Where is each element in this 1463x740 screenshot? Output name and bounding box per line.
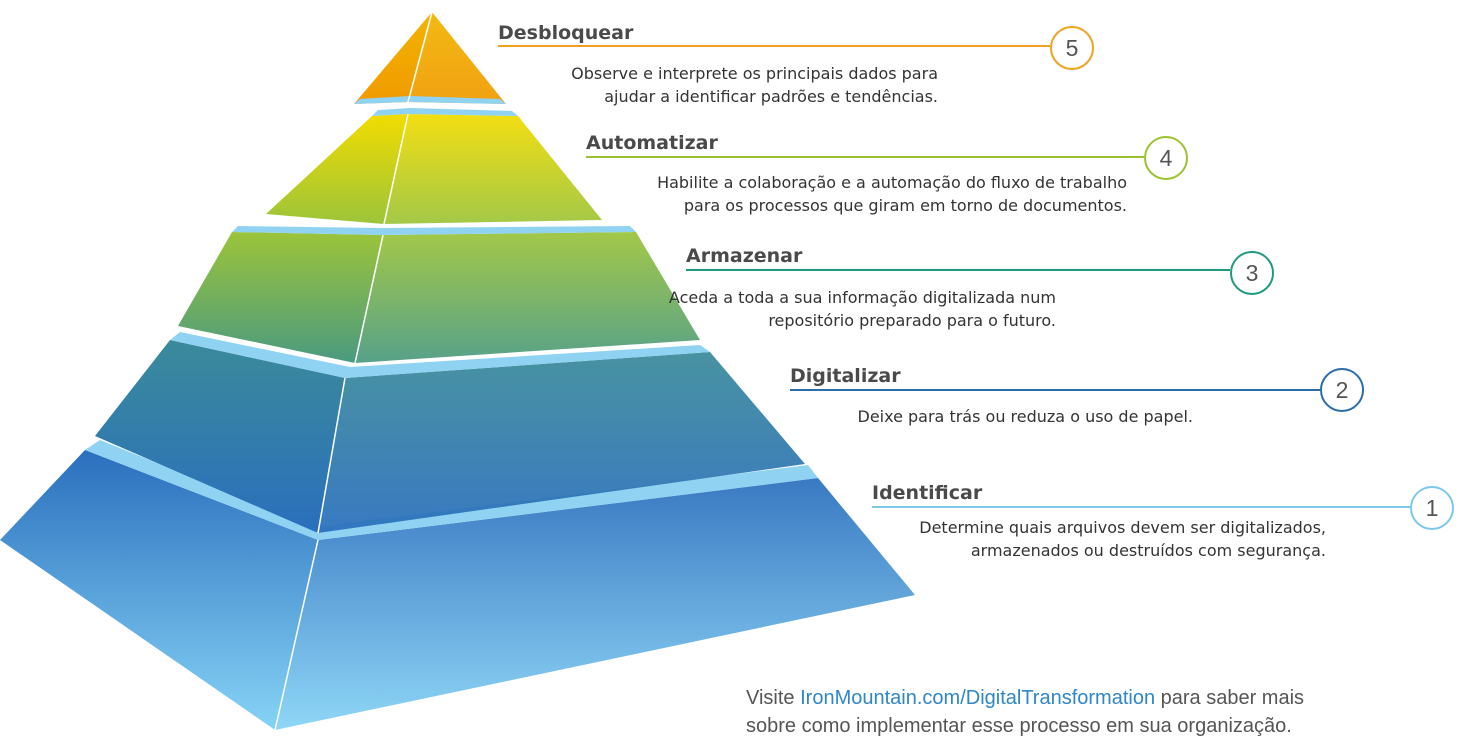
step-description-2-line-1: Deixe para trás ou reduza o uso de papel… — [857, 407, 1194, 426]
pyramid-layer-2 — [95, 332, 805, 534]
step-title-3: Armazenar — [686, 245, 803, 267]
step-number-badge-1: 1 — [1410, 486, 1454, 530]
step-connector-3 — [686, 269, 1230, 271]
step-connector-1 — [872, 506, 1410, 508]
step-description-1-line-1: Determine quais arquivos devem ser digit… — [919, 518, 1326, 537]
step-description-3-line-2: repositório preparado para o futuro. — [768, 311, 1056, 330]
step-connector-5 — [498, 45, 1050, 47]
step-description-4-line-1: Habilite a colaboração e a automação do … — [657, 173, 1127, 192]
step-title-5: Desbloquear — [498, 22, 634, 44]
step-description-1-line-2: armazenados ou destruídos com segurança. — [970, 541, 1326, 560]
step-number-badge-4: 4 — [1144, 136, 1188, 180]
pyramid-layer-3 — [178, 226, 700, 364]
step-connector-4 — [586, 156, 1144, 158]
step-number-badge-2: 2 — [1320, 368, 1364, 412]
step-number-badge-3: 3 — [1230, 251, 1274, 295]
step-description-4: Habilite a colaboração e a automação do … — [657, 171, 1127, 217]
footer-prefix: Visite — [746, 687, 801, 709]
step-description-5: Observe e interprete os principais dados… — [571, 62, 938, 108]
pyramid-layer-4 — [266, 108, 602, 225]
pyramid-layer-1 — [0, 440, 915, 730]
step-connector-2 — [790, 389, 1320, 391]
footer-line-1: Visite IronMountain.com/DigitalTransform… — [746, 684, 1304, 712]
step-description-3-line-1: Aceda a toda a sua informação digitaliza… — [668, 288, 1056, 307]
step-description-5-line-1: Observe e interprete os principais dados… — [571, 64, 938, 83]
ironmountain-link[interactable]: IronMountain.com/DigitalTransformation — [800, 687, 1156, 709]
step-title-1: Identificar — [872, 482, 983, 504]
step-title-2: Digitalizar — [790, 365, 901, 387]
footer-text: Visite IronMountain.com/DigitalTransform… — [746, 684, 1304, 740]
pyramid-layer-5 — [354, 11, 506, 104]
footer-line-2: sobre como implementar esse processo em … — [746, 715, 1292, 737]
step-description-4-line-2: para os processos que giram em torno de … — [683, 196, 1127, 215]
step-description-2: Deixe para trás ou reduza o uso de papel… — [858, 405, 1194, 428]
step-number-badge-5: 5 — [1050, 26, 1094, 70]
step-description-5-line-2: ajudar a identificar padrões e tendência… — [604, 87, 938, 106]
step-description-1: Determine quais arquivos devem ser digit… — [919, 516, 1326, 562]
step-description-3: Aceda a toda a sua informação digitaliza… — [669, 286, 1056, 332]
footer-suffix: para saber mais — [1155, 687, 1305, 709]
step-title-4: Automatizar — [586, 132, 718, 154]
